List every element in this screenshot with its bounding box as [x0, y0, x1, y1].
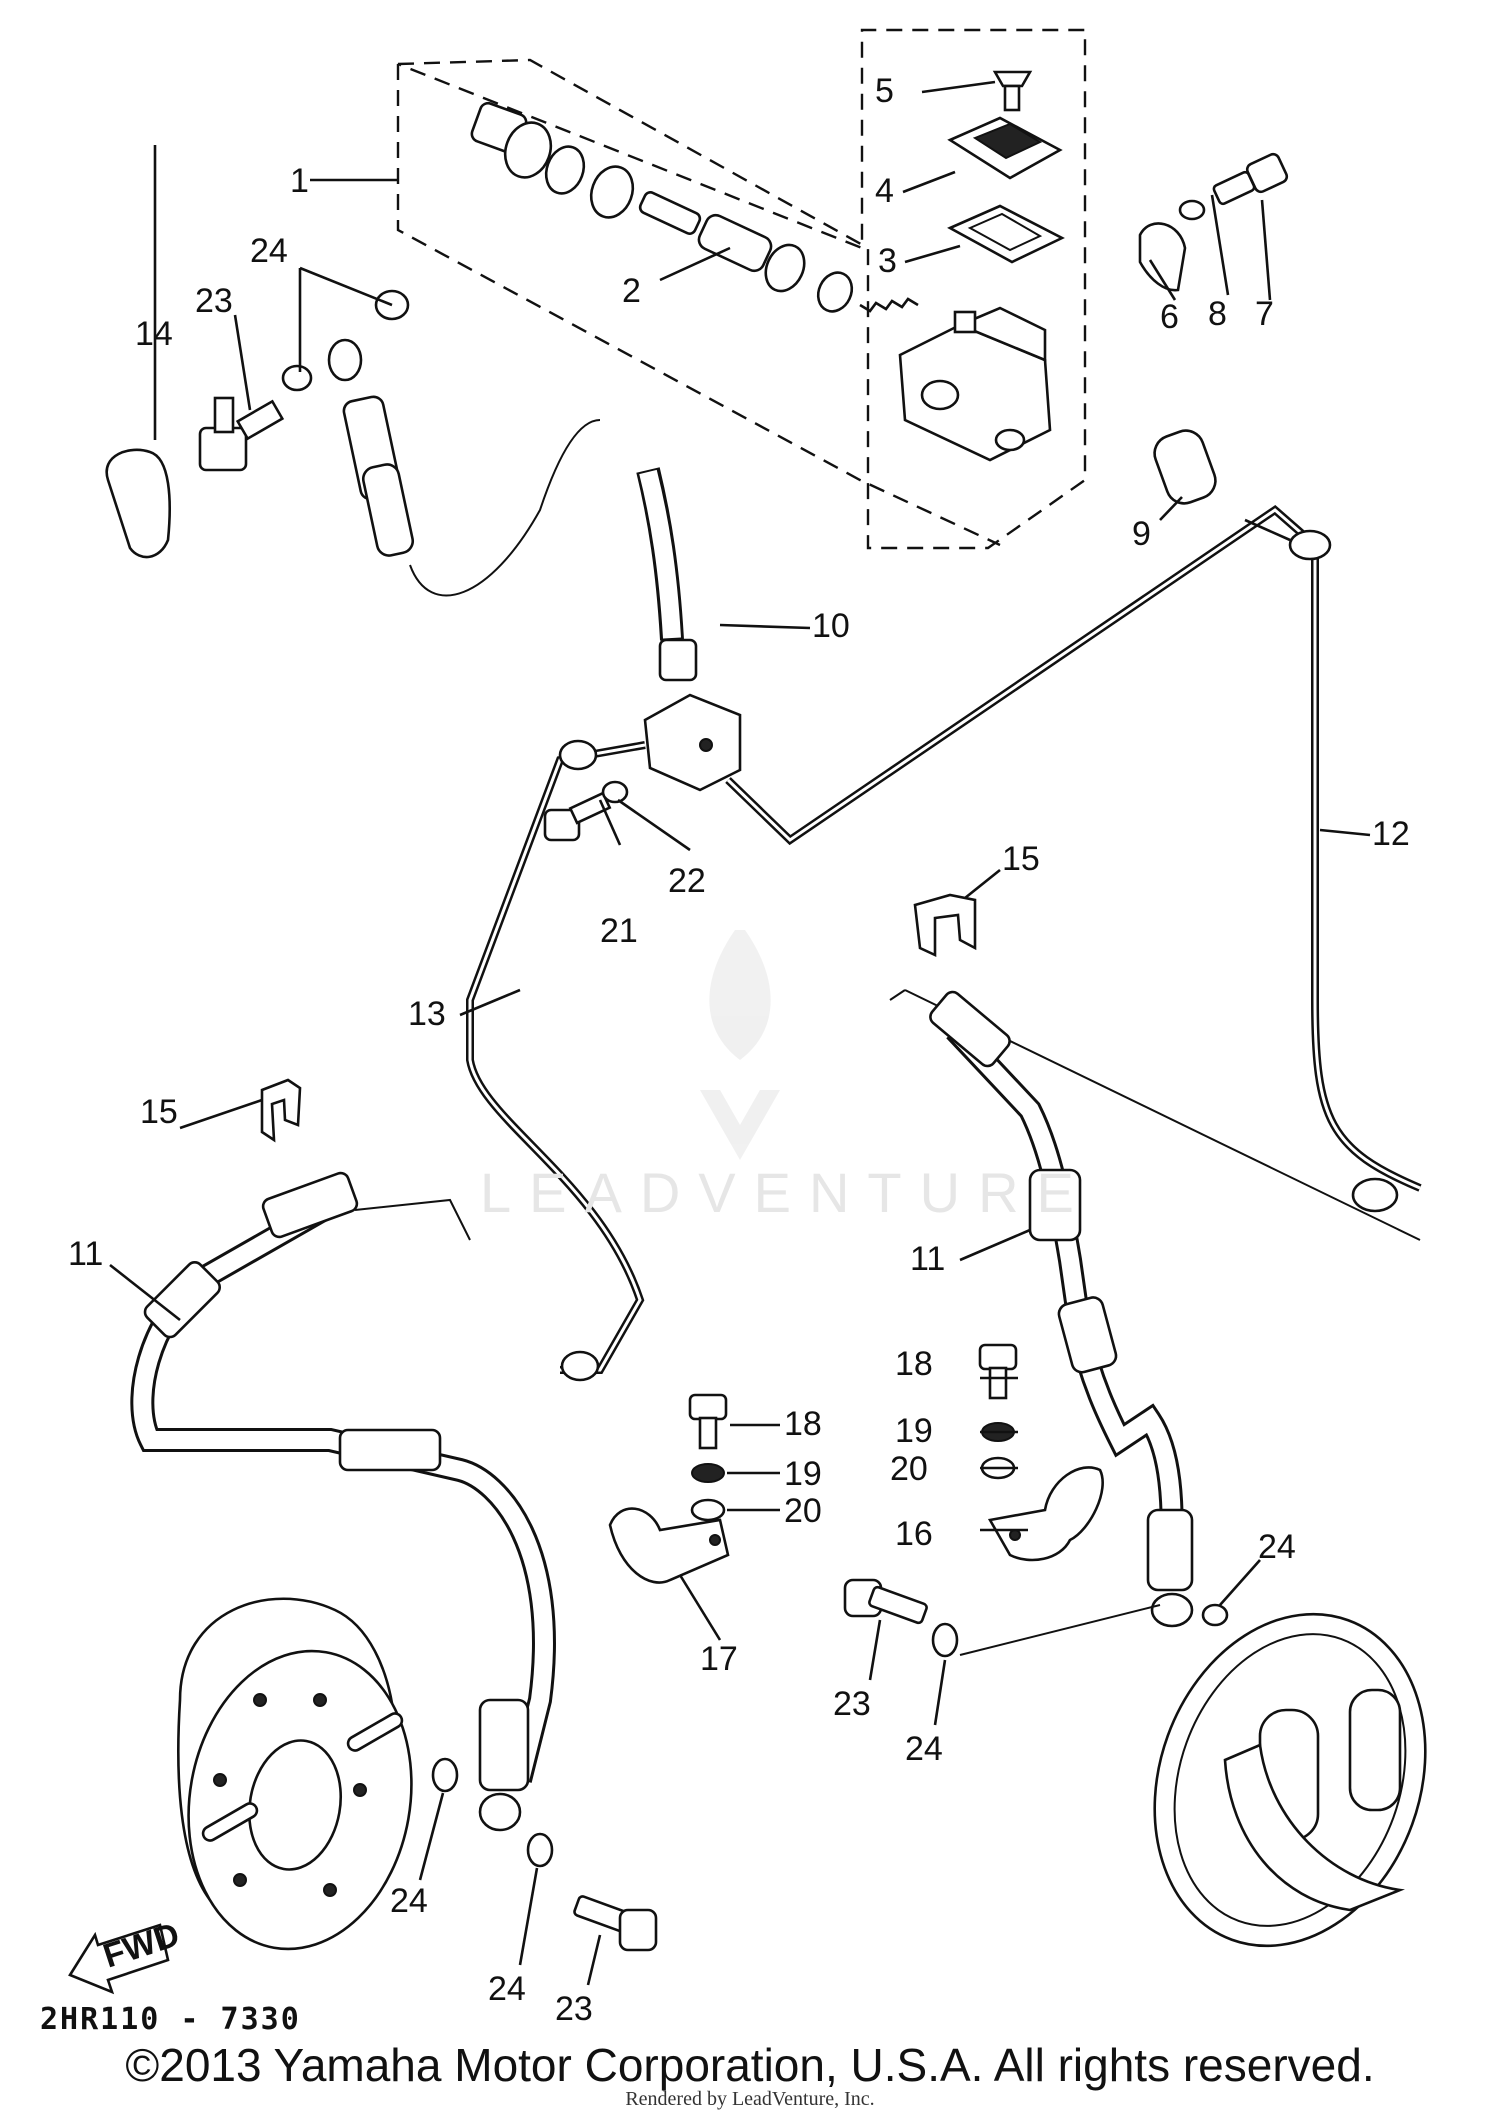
reservoir-cap [947, 116, 1063, 180]
joint-washer [601, 780, 629, 804]
callout-15-left: 15 [140, 1093, 178, 1131]
fwd-arrow-icon: FWD [68, 1916, 184, 1995]
callout-24-right-upper: 24 [1258, 1528, 1296, 1566]
hose-clip-right [913, 893, 977, 958]
callout-24-left-drum: 24 [390, 1882, 428, 1920]
watermark-text: LEADVENTURE [480, 1161, 1092, 1224]
reservoir-screw [992, 70, 1033, 112]
leader-lines [109, 80, 1371, 1986]
piston-kit-parts [470, 101, 919, 313]
upper-hose-line [409, 419, 601, 597]
callout-19-right: 19 [895, 1412, 933, 1450]
callout-20-middle: 20 [784, 1492, 822, 1530]
pipe-left-end-fitting [560, 1350, 600, 1382]
callout-24-right-lower: 24 [905, 1730, 943, 1768]
banjo-bolt-left [573, 1895, 658, 1952]
watermark-logo [700, 930, 780, 1160]
washer-left-drum [431, 1757, 459, 1793]
callout-12: 12 [1372, 815, 1410, 853]
callout-13: 13 [408, 995, 446, 1033]
plain-washer-middle [690, 1498, 726, 1522]
right-hose-fittings [929, 990, 1194, 1628]
callout-14: 14 [135, 315, 173, 353]
callout-3: 3 [878, 242, 897, 280]
hose-bracket-left [608, 1507, 730, 1584]
callout-18-right: 18 [895, 1345, 933, 1383]
left-hose-fittings [143, 1171, 530, 1832]
callout-4: 4 [875, 172, 894, 210]
upper-brake-hose-fitting [327, 338, 415, 557]
washer-right-a [931, 1622, 959, 1658]
pipe-right-upper-fitting [1288, 529, 1332, 561]
callout-16: 16 [895, 1515, 933, 1553]
piston-kit-outline [396, 64, 1001, 547]
callout-19-middle: 19 [784, 1455, 822, 1493]
rendered-by-notice: Rendered by LeadVenture, Inc. [625, 2088, 875, 2110]
clamp-washer [1178, 199, 1206, 221]
callout-6: 6 [1160, 298, 1179, 336]
callout-labels: 1 2 3 4 5 6 7 8 9 10 11 11 12 13 14 15 1… [68, 72, 1410, 2028]
callout-11-right: 11 [910, 1240, 945, 1278]
callout-10: 10 [812, 607, 850, 645]
banjo-bolt-upper [198, 396, 285, 472]
washer-left-bottom [526, 1832, 554, 1868]
banjo-bolt-right [843, 1578, 928, 1625]
handlebar-spacer [1153, 429, 1217, 505]
pipe-right-end-fitting [1351, 1177, 1399, 1213]
callout-24-bottom: 24 [488, 1970, 526, 2008]
bracket-bolt-middle [688, 1393, 728, 1450]
hose-clip-left [260, 1078, 302, 1143]
left-brake-drum [177, 1597, 413, 1951]
callout-22: 22 [668, 862, 706, 900]
callout-1: 1 [290, 162, 309, 200]
callout-2: 2 [622, 272, 641, 310]
callout-7: 7 [1255, 295, 1274, 333]
right-brake-backing-plate [1153, 1612, 1427, 1948]
reservoir-diaphragm [947, 204, 1065, 264]
master-cylinder-kit-outline [397, 28, 1087, 550]
hose-bracket-right [987, 1466, 1104, 1562]
washer-right-b [1201, 1603, 1229, 1627]
page-code: 2HR110 - 7330 [40, 2002, 301, 2037]
clamp-bolt [1212, 152, 1289, 206]
bracket-bolt-right [978, 1343, 1018, 1400]
brake-hose-joint [643, 638, 742, 792]
callout-23-top: 23 [195, 282, 233, 320]
callout-8: 8 [1208, 295, 1227, 333]
lock-washer-middle [691, 1463, 725, 1483]
callout-24-top: 24 [250, 232, 288, 270]
callout-18-middle: 18 [784, 1405, 822, 1443]
callout-11-left: 11 [68, 1235, 103, 1273]
callout-20-right: 20 [890, 1450, 928, 1488]
handlebar-clamp [1138, 222, 1187, 292]
copyright-notice: ©2013 Yamaha Motor Corporation, U.S.A. A… [125, 2039, 1375, 2091]
joint-bolt [543, 791, 612, 842]
master-cylinder-body [898, 306, 1052, 462]
callout-23-right: 23 [833, 1685, 871, 1723]
callout-17: 17 [700, 1640, 738, 1678]
callout-9: 9 [1132, 515, 1151, 553]
callout-5: 5 [875, 72, 894, 110]
washer-upper-left [281, 364, 313, 392]
bleeder-cap [105, 448, 171, 559]
callout-23-bottom: 23 [555, 1990, 593, 2028]
pipe-left-fitting [558, 739, 598, 771]
callout-15-right: 15 [1002, 840, 1040, 878]
callout-21: 21 [600, 912, 638, 950]
